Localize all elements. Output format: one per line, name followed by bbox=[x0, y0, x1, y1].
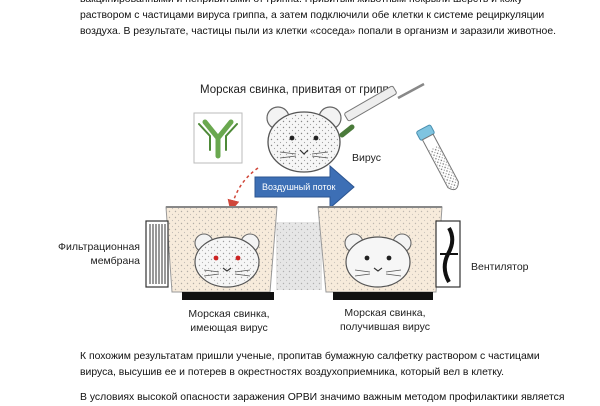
test-tube-icon bbox=[416, 124, 459, 191]
paragraph-intro: вакцинированными и непривитыми от гриппа… bbox=[80, 0, 556, 37]
paragraph-prevention: В условиях высокой опасности заражения О… bbox=[80, 392, 565, 403]
fan-icon bbox=[435, 220, 461, 288]
right-cage-label-line2: получившая вирус bbox=[340, 321, 430, 333]
airflow-label: Воздушный поток bbox=[262, 182, 335, 192]
cage-left bbox=[165, 206, 278, 300]
left-cage-label-line1: Морская свинка, bbox=[188, 308, 269, 320]
filter-icon bbox=[145, 220, 169, 288]
virus-label: Вирус bbox=[352, 152, 381, 164]
left-cage-label-line2: имеющая вирус bbox=[190, 322, 267, 334]
figure-title: Морская свинка, привитая от гриппа bbox=[200, 84, 396, 96]
airflow-arrow: Воздушный поток bbox=[254, 164, 355, 210]
paragraph-results: К похожим результатам пришли ученые, про… bbox=[80, 351, 540, 378]
antibody-icon bbox=[193, 112, 243, 164]
filter-label-line2: мембрана bbox=[91, 255, 141, 267]
right-cage-label-line1: Морская свинка, bbox=[344, 307, 425, 319]
filter-label-line1: Фильтрационная bbox=[58, 241, 140, 253]
guinea-pig-vaccinated bbox=[266, 106, 342, 173]
syringe-icon bbox=[339, 82, 425, 138]
fan-label: Вентилятор bbox=[471, 261, 529, 273]
cage-right bbox=[317, 206, 443, 300]
